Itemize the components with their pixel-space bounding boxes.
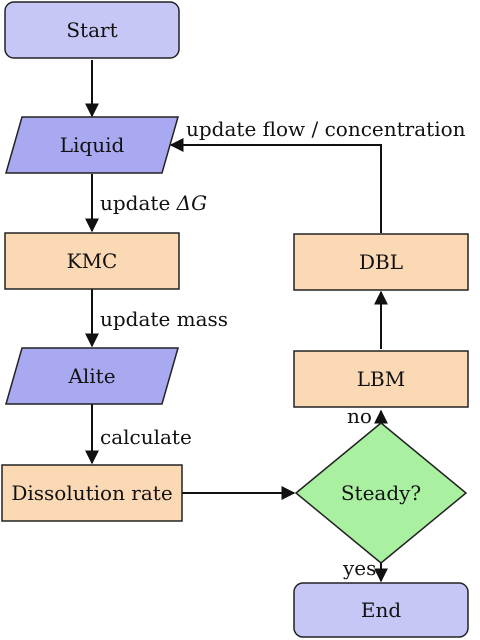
no-label: no	[347, 404, 372, 428]
lbm-label: LBM	[357, 367, 405, 391]
yes-label: yes	[342, 556, 376, 580]
update-mass-label: update mass	[100, 307, 228, 331]
dissolution-rate-node	[1, 464, 183, 522]
end-node	[293, 582, 469, 638]
dbl-label: DBL	[359, 250, 403, 274]
end-label: End	[361, 598, 401, 622]
liquid-label: Liquid	[60, 133, 125, 157]
dissolution-rate-label: Dissolution rate	[11, 481, 172, 505]
kmc-node	[4, 232, 180, 290]
start-label: Start	[66, 18, 117, 42]
update-dg-prefix: update	[100, 191, 177, 215]
alite-label: Alite	[67, 364, 115, 388]
steady-decision-node	[294, 422, 468, 564]
start-node	[4, 1, 180, 59]
kmc-label: KMC	[67, 249, 118, 273]
update-flow-label: update flow / concentration	[186, 117, 466, 141]
delta-g-symbol: ΔG	[176, 191, 207, 215]
alite-node	[5, 347, 179, 405]
update-dg-label: update ΔG	[100, 191, 207, 215]
lbm-node	[293, 350, 469, 408]
dbl-node	[293, 233, 469, 291]
edge-dbl-liquid	[169, 138, 382, 233]
calculate-label: calculate	[100, 425, 192, 449]
liquid-node	[5, 116, 179, 174]
steady-label: Steady?	[341, 481, 421, 505]
